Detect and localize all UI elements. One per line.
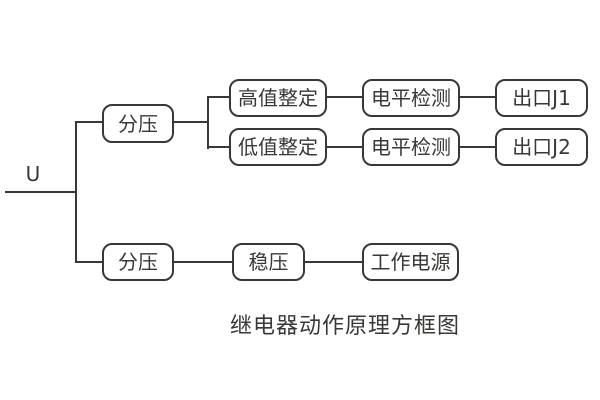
edge-dizhi-to-dianping2 [327,146,362,148]
node-chukou-j2: 出口J2 [495,128,588,166]
node-gaozhi-zhengding: 高值整定 [229,79,327,117]
edge-trunk-vertical [75,121,77,263]
edge-input-line [5,191,76,193]
edge-splitter-to-gaozhi [207,96,229,98]
node-fenya-bottom: 分压 [102,243,174,281]
edge-splitter-vertical [207,96,209,149]
node-dianping-jiance-1: 电平检测 [362,79,460,117]
node-wenya: 稳压 [232,243,305,281]
node-chukou-j1: 出口J1 [495,79,588,117]
input-voltage-label: U [25,162,41,186]
edge-dianping2-to-chukouj2 [460,146,495,148]
edge-wenya-to-gongzuo [305,261,362,263]
edge-splitter-to-dizhi [207,146,229,148]
edge-fenya-top-out [174,121,209,123]
edge-gaozhi-to-dianping1 [327,96,362,98]
edge-dianping1-to-chukouj1 [460,96,495,98]
node-gongzuo-dianyuan: 工作电源 [362,243,459,281]
diagram-caption: 继电器动作原理方框图 [230,314,461,339]
node-dizhi-zhengding: 低值整定 [229,128,327,166]
node-dianping-jiance-2: 电平检测 [362,128,460,166]
edge-trunk-to-fenya-bottom [75,261,102,263]
edge-trunk-to-fenya-top [75,121,102,123]
node-fenya-top: 分压 [102,104,174,143]
edge-fenya-bottom-to-wenya [174,261,232,263]
